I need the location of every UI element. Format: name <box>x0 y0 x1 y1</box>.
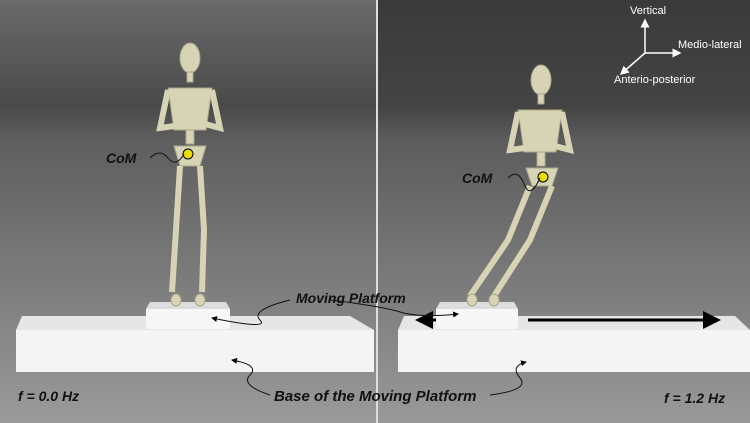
frequency-label-right: f = 1.2 Hz <box>664 390 726 406</box>
right-com-marker <box>537 171 549 183</box>
frequency-label-left: f = 0.0 Hz <box>18 388 80 404</box>
coordinate-axes-icon <box>619 18 682 75</box>
axis-label-medio-lateral: Medio-lateral <box>678 39 742 51</box>
platform-leader-right <box>329 299 459 318</box>
com-label-left: CoM <box>106 150 137 166</box>
right-com-leader <box>507 173 541 192</box>
axis-label-vertical: Vertical <box>630 5 667 17</box>
platform-leader-left <box>211 299 291 326</box>
axis-label-anterio-posterior: Anterio-posterior <box>614 74 696 86</box>
right-mannequin <box>466 64 574 307</box>
left-com-marker <box>182 148 194 160</box>
base-leader-right <box>489 360 527 396</box>
panel-divider <box>376 0 378 423</box>
left-moving-platform <box>146 302 230 329</box>
base-leader-left <box>231 357 271 396</box>
com-label-right: CoM <box>462 170 493 186</box>
base-label: Base of the Moving Platform <box>274 388 477 405</box>
moving-platform-label: Moving Platform <box>296 290 406 306</box>
left-com-leader <box>149 152 185 163</box>
right-moving-platform <box>436 302 518 329</box>
